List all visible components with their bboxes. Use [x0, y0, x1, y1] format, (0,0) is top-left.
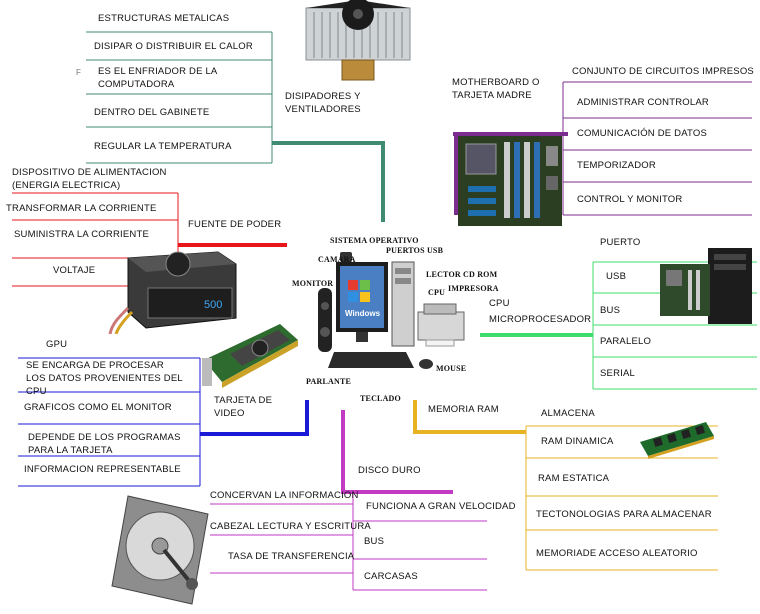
- disco-item: CARCASAS: [364, 571, 418, 582]
- os-logo: Windows: [345, 309, 381, 318]
- motherboard-image: [458, 136, 562, 226]
- puerto-item: BUS: [600, 305, 621, 316]
- computer-setup-image: Windows: [318, 252, 465, 369]
- disco-item: BUS: [364, 536, 385, 547]
- fuente-item: SUMINISTRA LA CORRIENTE: [14, 229, 149, 240]
- fuente-title: FUENTE DE PODER: [188, 219, 282, 230]
- label-parlante: PARLANTE: [306, 377, 352, 386]
- fuente-item: DISPOSITIVO DE ALIMENTACION (ENERGIA ELE…: [12, 167, 167, 191]
- puerto-title: PUERTO: [600, 237, 641, 248]
- gpu-branch: TARJETA DE VIDEO: [214, 395, 273, 419]
- gpu-item: DEPENDE DE LOS PROGRAMAS PARA LA TARJETA: [28, 432, 181, 456]
- motherboard-item: TEMPORIZADOR: [577, 160, 656, 171]
- psu-label: 500: [204, 299, 222, 311]
- gpu-item: GRAFICOS COMO EL MONITOR: [24, 402, 172, 413]
- motherboard-item: CONTROL Y MONITOR: [577, 194, 683, 205]
- ram-item: RAM ESTATICA: [538, 473, 610, 484]
- gpu-title: GPU: [46, 339, 68, 350]
- label-mouse: MOUSE: [436, 364, 467, 373]
- disipadores-item: ESTRUCTURAS METALICAS: [98, 13, 230, 24]
- disco-item: CONCERVAN LA INFORMACION: [210, 490, 359, 501]
- power-supply-image: 500: [108, 251, 237, 334]
- heatsink-fan-image: [305, 0, 411, 81]
- puerto-item: USB: [606, 271, 627, 282]
- disco-item: CABEZAL LECTURA Y ESCRITURA: [210, 521, 371, 532]
- connector-disipadores: [272, 141, 385, 222]
- gpu-item: INFORMACION REPRESENTABLE: [24, 464, 181, 475]
- hard-disk-image: [111, 495, 209, 605]
- graphics-card-image: [202, 324, 298, 388]
- motherboard-item: ADMINISTRAR CONTROLAR: [577, 97, 709, 108]
- ram-item: ALMACENA: [541, 408, 595, 419]
- motherboard-item: CONJUNTO DE CIRCUITOS IMPRESOS: [572, 66, 754, 77]
- motherboard-item: COMUNICACIÓN DE DATOS: [577, 128, 707, 139]
- fuente-item: TRANSFORMAR LA CORRIENTE: [6, 203, 157, 214]
- label-monitor: MONITOR: [292, 279, 334, 288]
- disipadores-item: DENTRO DEL GABINETE: [94, 107, 210, 118]
- puerto-item: SERIAL: [600, 368, 635, 379]
- disipadores-item: DISIPAR O DISTRIBUIR EL CALOR: [94, 41, 253, 52]
- connector-disco: [341, 410, 453, 494]
- label-lector-cd-rom: LECTOR CD ROM: [426, 270, 498, 279]
- connector-ram: [413, 400, 526, 434]
- label-teclado: TECLADO: [360, 394, 401, 403]
- puerto-item: PARALELO: [600, 336, 652, 347]
- cpu-title: CPU MICROPROCESADOR: [489, 298, 592, 325]
- label-impresora: IMPRESORA: [448, 284, 499, 293]
- disco-item: FUNCIONA A GRAN VELOCIDAD: [366, 501, 516, 512]
- disco-title: DISCO DURO: [358, 465, 421, 476]
- disipadores-stray-mark: F: [76, 68, 82, 77]
- ram-item: TECTONOLOGIAS PARA ALMACENAR: [536, 509, 712, 520]
- ram-item: MEMORIADE ACCESO ALEATORIO: [536, 548, 698, 559]
- disipadores-item: ES EL ENFRIADOR DE LA COMPUTADORA: [98, 66, 217, 90]
- tower-ports-image: [660, 248, 752, 324]
- label-camara: CAMARA: [318, 255, 356, 264]
- connector-gpu: [200, 400, 309, 436]
- label-sistema-operativo: SISTEMA OPERATIVO: [330, 236, 419, 245]
- ram-title: MEMORIA RAM: [428, 404, 499, 415]
- disco-item: TASA DE TRANSFERENCIA: [228, 551, 355, 562]
- label-cpu: CPU: [428, 288, 446, 297]
- disipadores-item: REGULAR LA TEMPERATURA: [94, 141, 232, 152]
- ram-stick-image: [640, 422, 714, 459]
- motherboard-title: MOTHERBOARD O TARJETA MADRE: [452, 77, 540, 101]
- gpu-item: SE ENCARGA DE PROCESAR LOS DATOS PROVENI…: [26, 360, 183, 397]
- fuente-item: VOLTAJE: [53, 265, 96, 276]
- ram-item: RAM DINAMICA: [541, 436, 614, 447]
- disipadores-title: DISIPADORES Y VENTILADORES: [285, 91, 361, 115]
- label-puertos-usb: PUERTOS USB: [386, 246, 444, 255]
